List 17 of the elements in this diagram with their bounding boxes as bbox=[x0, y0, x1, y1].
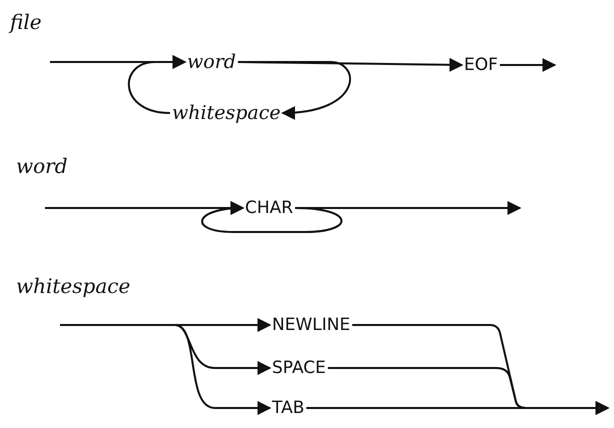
terminal-text: NEWLINE bbox=[270, 315, 352, 335]
terminal-text: TAB bbox=[270, 398, 306, 418]
terminal-text: SPACE bbox=[270, 358, 328, 378]
arrow bbox=[306, 401, 610, 415]
terminal-text: EOF bbox=[462, 55, 500, 75]
rule-name: word bbox=[16, 154, 68, 178]
arrow bbox=[128, 55, 186, 114]
arrow bbox=[238, 61, 351, 120]
arrow bbox=[500, 58, 556, 72]
arrow bbox=[295, 201, 522, 215]
rule-name: whitespace bbox=[16, 274, 130, 298]
arrow bbox=[201, 202, 342, 233]
rule-name: file bbox=[10, 10, 42, 34]
terminal-text: whitespace bbox=[170, 103, 283, 123]
terminal-text: word bbox=[185, 52, 238, 72]
arrow bbox=[60, 324, 272, 415]
terminal-text: CHAR bbox=[243, 198, 296, 218]
